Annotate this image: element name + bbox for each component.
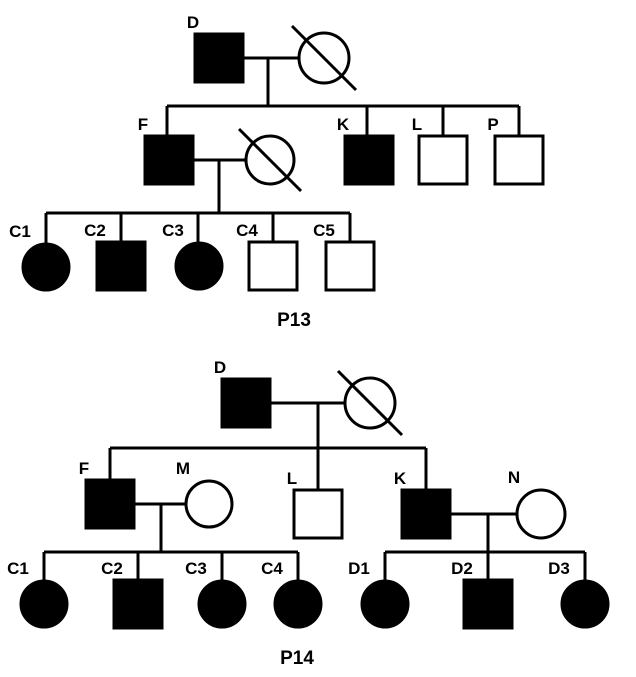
- individual-c2: C2: [101, 559, 164, 630]
- pedigree-title: P14: [280, 648, 314, 669]
- individual-label: D: [214, 358, 226, 377]
- unaffected-female-circle: [184, 479, 234, 529]
- individual-label: M: [176, 459, 190, 478]
- individual-d: D: [187, 13, 245, 84]
- unaffected-female-circle: [515, 488, 567, 540]
- individual-label: C3: [185, 559, 207, 578]
- affected-female-circle: [197, 579, 247, 629]
- individual-c3: C3: [185, 559, 247, 629]
- individual-label: N: [508, 468, 520, 487]
- unaffected-male-square: [417, 134, 469, 186]
- individual-label: C5: [313, 221, 335, 240]
- individual-label: C1: [7, 559, 29, 578]
- affected-male-square: [400, 488, 452, 540]
- individual-d: D: [214, 358, 272, 429]
- individual-d3: D3: [548, 559, 610, 629]
- individual-l: L: [287, 469, 344, 540]
- individual-label: P: [487, 115, 498, 134]
- deceased-slash: [336, 369, 404, 437]
- individual-c1: C1: [9, 222, 71, 292]
- affected-male-square: [112, 578, 164, 630]
- unaffected-male-square: [292, 488, 344, 540]
- affected-female-circle: [273, 579, 323, 629]
- individual-k: K: [337, 115, 395, 186]
- individual-label: C4: [261, 559, 283, 578]
- individual-label: C2: [84, 221, 106, 240]
- pedigree-p14: D F M L K N C1 C2 C3 C4 D1 D2 D3 P14: [7, 358, 610, 669]
- affected-male-square: [462, 578, 514, 630]
- individual-label: D: [187, 13, 199, 32]
- individual-w2: [237, 127, 303, 193]
- individual-label: K: [337, 115, 350, 134]
- affected-female-circle: [19, 579, 69, 629]
- individual-c1: C1: [7, 559, 69, 629]
- individual-label: F: [138, 115, 148, 134]
- individual-c3: C3: [162, 221, 224, 291]
- affected-male-square: [220, 377, 272, 429]
- individual-d1: D1: [348, 559, 410, 629]
- affected-male-square: [84, 478, 136, 530]
- affected-male-square: [95, 240, 147, 292]
- individual-label: L: [412, 115, 422, 134]
- individual-label: C2: [101, 559, 123, 578]
- individual-d2: D2: [451, 559, 514, 630]
- individual-l: L: [412, 115, 469, 186]
- individual-label: C4: [236, 221, 258, 240]
- affected-female-circle: [21, 242, 71, 292]
- affected-female-circle: [174, 241, 224, 291]
- individual-label: D2: [451, 559, 473, 578]
- individual-f: F: [138, 115, 195, 186]
- unaffected-male-square: [324, 240, 376, 292]
- individual-p: P: [487, 115, 545, 186]
- unaffected-male-square: [493, 134, 545, 186]
- deceased-slash: [237, 127, 303, 193]
- individual-label: F: [79, 459, 89, 478]
- affected-male-square: [193, 32, 245, 84]
- individual-label: K: [394, 469, 407, 488]
- individuals: D F K L P C1 C2 C3 C4 C5: [9, 13, 545, 292]
- individual-k: K: [394, 469, 452, 540]
- individual-w1: [336, 369, 404, 437]
- individual-w1: [290, 24, 358, 92]
- individual-label: C3: [162, 221, 184, 240]
- individual-c4: C4: [261, 559, 323, 629]
- individuals: D F M L K N C1 C2 C3 C4 D1 D2 D3: [7, 358, 610, 630]
- pedigree-title: P13: [277, 310, 311, 331]
- affected-female-circle: [360, 579, 410, 629]
- connector-lines: [44, 56, 521, 243]
- individual-label: C1: [9, 222, 31, 241]
- individual-c4: C4: [236, 221, 299, 292]
- individual-label: D1: [348, 559, 370, 578]
- pedigree-p13: D F K L P C1 C2 C3 C4 C5 P13: [9, 13, 545, 331]
- affected-male-square: [343, 134, 395, 186]
- individual-f: F: [79, 459, 136, 530]
- individual-label: D3: [548, 559, 570, 578]
- individual-c2: C2: [84, 221, 147, 292]
- individual-m: M: [176, 459, 234, 529]
- affected-female-circle: [560, 579, 610, 629]
- connector-lines: [42, 401, 587, 580]
- affected-male-square: [143, 134, 195, 186]
- individual-label: L: [287, 469, 297, 488]
- individual-n: N: [508, 468, 567, 540]
- deceased-slash: [290, 24, 358, 92]
- unaffected-male-square: [247, 240, 299, 292]
- individual-c5: C5: [313, 221, 376, 292]
